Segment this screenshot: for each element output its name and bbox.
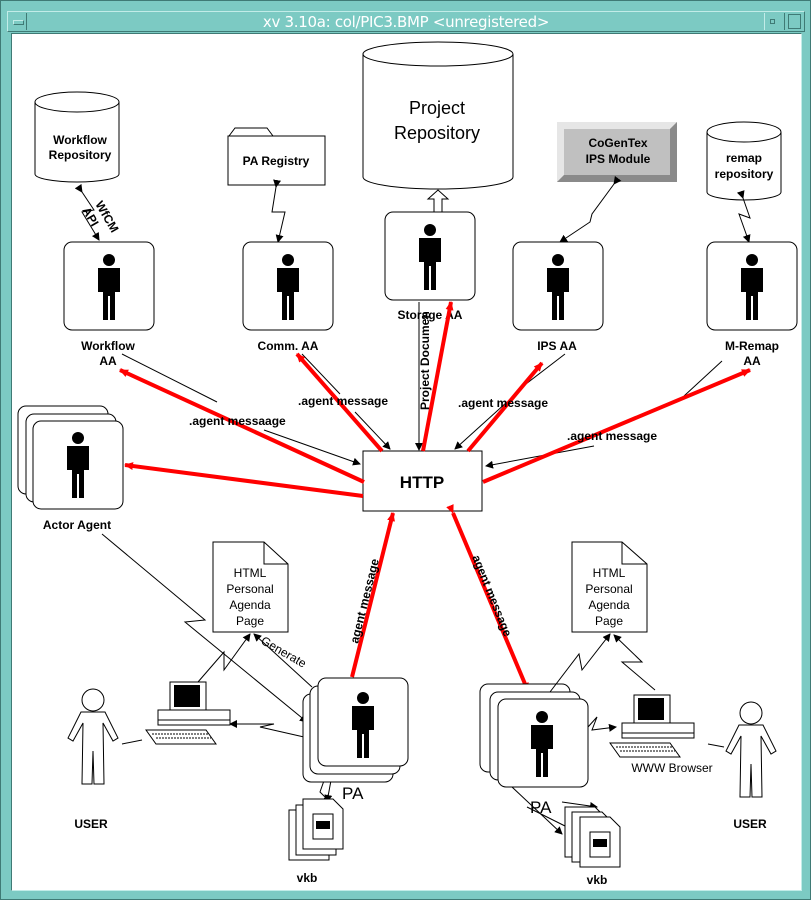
ips-module-label-2: IPS Module (586, 152, 651, 166)
left-agenda-page: HTML Personal Agenda Page (212, 541, 289, 633)
ips-module-label-1: CoGenTex (588, 136, 647, 150)
pa-registry: PA Registry (227, 127, 326, 186)
right-vkb-label: vkb (587, 873, 608, 887)
http-to-mremap-aa-line (482, 368, 751, 484)
lower-left-links (101, 533, 333, 803)
image-canvas: Workflow Repository PA Registry Project … (11, 33, 802, 891)
mremap-aa: M-Remap AA (706, 241, 798, 368)
ips-aa: IPS AA (512, 241, 604, 353)
left-pa: PA (302, 677, 409, 803)
left-pa-to-http-line (350, 512, 395, 678)
left-user: USER (67, 688, 119, 831)
right-pa: PA (479, 683, 589, 817)
workflow-repository: Workflow Repository (34, 91, 120, 183)
http-to-comm-aa-line (295, 352, 384, 453)
left-vkb-label: vkb (297, 871, 318, 885)
workflow-aa-label-1: Workflow (81, 339, 135, 353)
right-user: USER (725, 701, 777, 831)
right-computer: WWW Browser (609, 694, 725, 775)
actor-agent: Actor Agent (17, 405, 124, 532)
generate-label: Generate (259, 633, 310, 670)
right-user-label: USER (733, 817, 767, 831)
agent-message-lines (119, 301, 751, 692)
http-hub: HTTP (362, 450, 483, 512)
comm-msg-label: .agent message (298, 394, 388, 408)
remap-repository-label-1: remap (726, 151, 762, 165)
remap-repository-label-2: repository (715, 167, 774, 181)
message-arrows (121, 302, 723, 466)
minimize-button[interactable] (764, 13, 782, 30)
http-to-ips-aa-line (466, 361, 544, 453)
right-pa-label: PA (530, 798, 552, 817)
http-to-workflow-aa-line (119, 368, 365, 484)
repository-links (74, 175, 751, 243)
http-hub-label: HTTP (400, 473, 444, 492)
left-computer (121, 681, 231, 745)
maximize-button[interactable] (784, 13, 803, 30)
actor-agent-label: Actor Agent (43, 518, 111, 532)
ips-aa-label: IPS AA (537, 339, 577, 353)
mremap-aa-label-1: M-Remap (725, 339, 779, 353)
ips-msg-label: .agent message (458, 396, 548, 410)
project-repository-label-2: Repository (394, 123, 480, 143)
left-agenda-line-2: Personal (226, 582, 273, 596)
http-to-actor-agent-line (124, 462, 364, 498)
cogentex-ips-module: CoGenTex IPS Module (557, 122, 677, 182)
left-agenda-line-4: Page (236, 614, 264, 628)
project-repository: Project Repository (362, 41, 514, 190)
right-agenda-line-4: Page (595, 614, 623, 628)
left-agenda-line-1: HTML (234, 566, 267, 580)
right-agenda-page: HTML Personal Agenda Page (571, 541, 648, 633)
storage-aa: Storage AA (384, 211, 476, 322)
workflow-repository-label-1: Workflow (53, 133, 107, 147)
window-titlebar[interactable]: xv 3.10a: col/PIC3.BMP <unregistered> (7, 11, 805, 32)
left-pa-label: PA (342, 784, 364, 803)
http-to-right-pa-line (446, 504, 530, 692)
comm-aa: Comm. AA (242, 241, 334, 353)
right-agenda-line-1: HTML (593, 566, 626, 580)
workflow-msg-label: .agent messaage (189, 414, 286, 428)
pa-registry-label: PA Registry (243, 154, 310, 168)
remap-repository: remap repository (706, 121, 782, 201)
workflow-repository-label-2: Repository (49, 148, 112, 162)
right-agenda-line-2: Personal (585, 582, 632, 596)
project-doc-label: Project Documen (418, 311, 432, 410)
mremap-msg-label: .agent message (567, 429, 657, 443)
http-to-storage-aa-line (421, 301, 454, 452)
window-menu-button[interactable] (9, 13, 27, 30)
window-title: xv 3.10a: col/PIC3.BMP <unregistered> (262, 13, 550, 31)
left-agenda-line-3: Agenda (229, 598, 271, 612)
left-vkb: vkb (288, 798, 344, 885)
project-repository-label-1: Project (409, 98, 465, 118)
workflow-aa: Workflow AA (63, 241, 155, 368)
left-user-label: USER (74, 817, 108, 831)
mremap-aa-label-2: AA (743, 354, 761, 368)
right-pa-msg-label: agent message (469, 553, 515, 639)
architecture-diagram: Workflow Repository PA Registry Project … (17, 41, 798, 887)
right-agenda-line-3: Agenda (588, 598, 630, 612)
right-vkb: vkb (564, 806, 621, 887)
www-browser-label: WWW Browser (631, 761, 712, 775)
workflow-aa-label-2: AA (99, 354, 117, 368)
comm-aa-label: Comm. AA (258, 339, 319, 353)
